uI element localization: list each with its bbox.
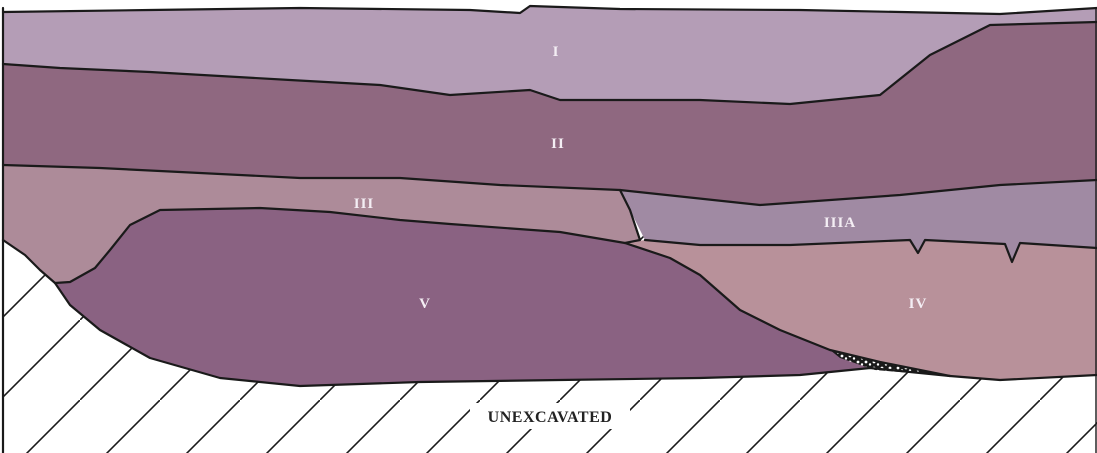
label-layer-V: V <box>419 296 431 312</box>
label-layer-II: II <box>551 136 565 152</box>
label-layer-IIIA: IIIA <box>824 215 856 231</box>
unexcavated-label: UNEXCAVATED <box>488 409 613 426</box>
label-layer-I: I <box>553 44 560 60</box>
label-layer-IV: IV <box>909 296 928 312</box>
label-layer-III: III <box>354 196 375 212</box>
